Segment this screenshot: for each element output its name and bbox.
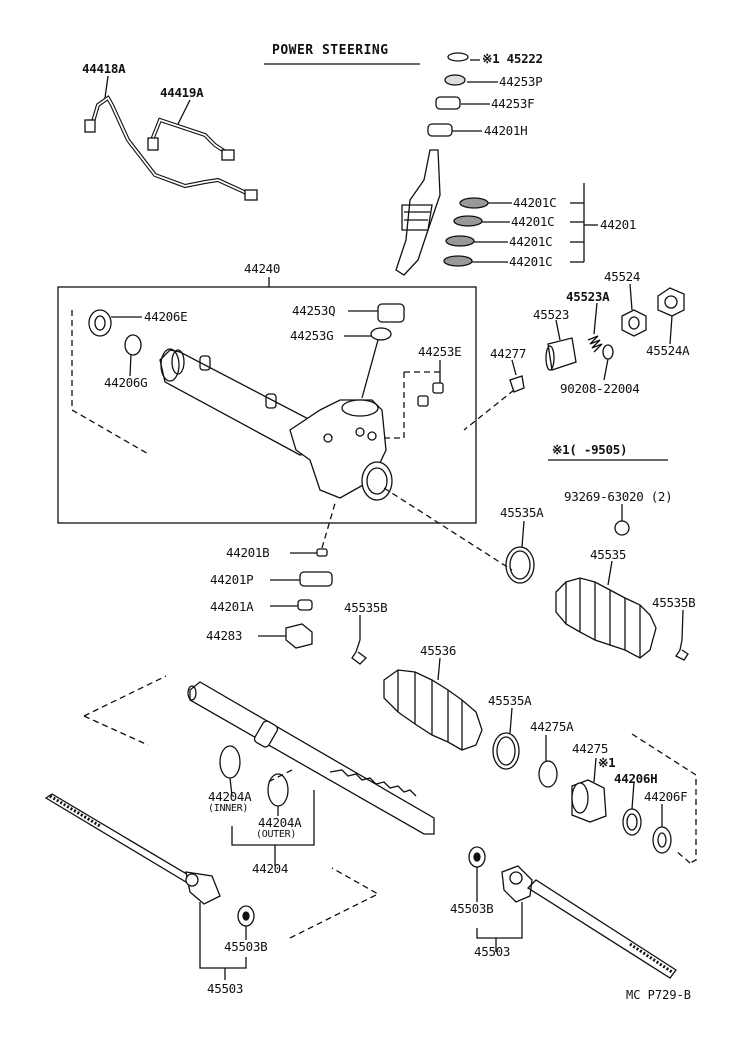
part-label: 44275A <box>530 719 574 734</box>
tube-fitting <box>84 119 96 133</box>
part-label: 45535A <box>488 693 532 708</box>
part-label: 44277 <box>490 346 527 361</box>
rack-bar <box>189 681 435 835</box>
tube-fitting <box>244 189 258 201</box>
part-label: 44240 <box>244 261 281 276</box>
part-label: 44419A <box>160 85 204 100</box>
part-label: 44253P <box>499 74 543 89</box>
part-label: 93269-63020 (2) <box>564 489 673 504</box>
bearing-44253F <box>435 96 461 110</box>
part-label: 44206G <box>104 375 148 390</box>
part-label: 44206H <box>614 771 658 786</box>
nut-45524 <box>621 309 647 337</box>
part-label: 45536 <box>420 643 457 658</box>
part-label: 44283 <box>206 628 243 643</box>
part-label: 44204 <box>252 861 289 876</box>
tube-fitting <box>147 137 159 151</box>
part-label: 45524A <box>646 343 690 358</box>
part-label: 44206F <box>644 789 688 804</box>
boot-45536 <box>383 669 483 751</box>
part-label: 44206E <box>144 309 188 324</box>
plug-93269 <box>614 520 630 536</box>
seal-44201C <box>453 215 483 227</box>
part-44201A <box>297 599 313 611</box>
seal-44201C <box>445 235 475 247</box>
note-label: ※1( -9505) <box>552 442 628 457</box>
clip-45535B <box>351 639 367 665</box>
part-label: 45523A <box>566 289 610 304</box>
part-label: 44418A <box>82 61 126 76</box>
bearing-44201P <box>299 571 333 587</box>
part-label: 44201C <box>509 234 553 249</box>
part-label: 44201C <box>513 195 557 210</box>
gear-housing-box <box>57 286 477 524</box>
part-label: ※1 <box>598 755 616 770</box>
seal-44201H <box>427 123 453 137</box>
pressure-tube-44419A <box>150 117 232 157</box>
seal-44201C <box>459 197 489 209</box>
tube-fitting <box>221 149 235 161</box>
part-label: 45503B <box>450 901 494 916</box>
bearing-44206H <box>622 808 642 836</box>
ring-44204A-inner <box>219 745 241 779</box>
part-label: 45524 <box>604 269 641 284</box>
plug-44283 <box>285 623 313 649</box>
seal-44201C <box>443 255 473 267</box>
plug-44253E <box>432 382 444 394</box>
clamp-45535A <box>492 732 520 770</box>
diagram-title: POWER STEERING <box>272 43 389 58</box>
part-label: 45535B <box>652 595 696 610</box>
part-label: 44201B <box>226 545 270 560</box>
pinion-shaft <box>395 149 441 276</box>
clip-44277 <box>509 375 525 393</box>
clip-45535B <box>675 639 689 661</box>
part-label: 44204A <box>208 789 252 804</box>
part-sublabel: (INNER) <box>208 803 249 814</box>
locknut-45524A <box>657 287 685 317</box>
part-label: 44253E <box>418 344 462 359</box>
clamp-45535A <box>505 546 535 584</box>
part-label: ※1 45222 <box>482 51 543 66</box>
part-label: 45535 <box>590 547 627 562</box>
part-label: 44253F <box>491 96 535 111</box>
bearing-44206E <box>88 309 112 337</box>
seal-45222 <box>447 52 469 62</box>
part-label: 45503 <box>474 944 511 959</box>
oring-90208 <box>602 344 614 360</box>
part-label: 45523 <box>533 307 570 322</box>
bearing-44253Q <box>377 303 405 323</box>
part-label: 44201C <box>509 254 553 269</box>
spring-45523A <box>587 335 603 353</box>
part-label: 45535B <box>344 600 388 615</box>
part-label: 44253Q <box>292 303 336 318</box>
part-sublabel: (OUTER) <box>256 829 297 840</box>
part-label: 44201 <box>600 217 637 232</box>
seal-44206G <box>124 334 142 356</box>
part-label: 44201C <box>511 214 555 229</box>
tie-rod-right <box>526 879 677 979</box>
part-label: 44201H <box>484 123 528 138</box>
ring-44204A-outer <box>267 773 289 807</box>
seal-44253G <box>370 327 392 341</box>
part-label: 44201P <box>210 572 254 587</box>
part-label: 45503 <box>207 981 244 996</box>
part-label: 45535A <box>500 505 544 520</box>
seal-44206F <box>652 826 672 854</box>
part-label: 45503B <box>224 939 268 954</box>
plug-45523 <box>547 337 577 371</box>
snap-ring-44275A <box>538 760 558 788</box>
part-label: 44253G <box>290 328 334 343</box>
part-44201B <box>316 548 328 557</box>
part-label: 44204A <box>258 815 302 830</box>
part-label: 90208-22004 <box>560 381 640 396</box>
part-label: 44201A <box>210 599 254 614</box>
seal-44253P <box>444 74 466 86</box>
reference-code: MC P729-B <box>626 988 692 1002</box>
part-label: 44275 <box>572 741 609 756</box>
boot-45535 <box>555 577 657 659</box>
